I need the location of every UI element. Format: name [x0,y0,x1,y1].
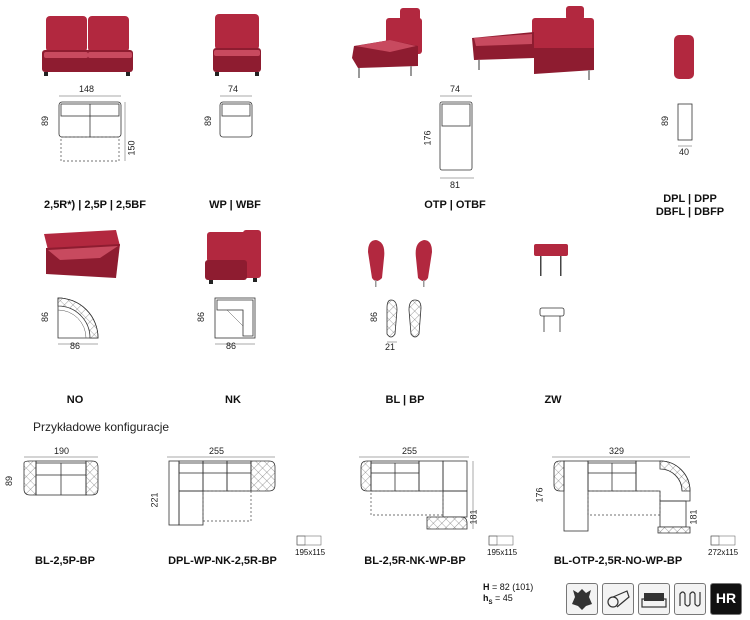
c3-bed-icon [488,535,514,546]
c2-depth-dim: 221 [149,492,160,508]
c4-bed-size: 272x115 [708,548,739,557]
bp-armrest-photo [415,240,432,287]
m2-depth-dim: 89 [203,115,214,127]
no-width-dim: 86 [70,341,81,351]
m4-label-1: DPL | DPP [663,193,717,205]
m1-plan-drawing [58,95,126,162]
m3-depth-dim: 176 [422,130,433,146]
c2-width-dim: 255 [209,446,225,456]
seat-height-sub: S [488,599,493,606]
c4-width-dim: 329 [609,446,625,456]
wp-seat-photo [213,14,261,76]
nk-corner-photo [205,230,261,284]
c2-plan-drawing [167,456,276,526]
c1-depth-dim: 89 [4,475,15,487]
c4-plan-drawing [552,456,691,534]
c2-bed-size: 195x115 [295,548,326,557]
zw-side-drawing [539,307,565,332]
m2-plan-drawing [219,95,253,138]
bl-plan-drawing [386,299,422,343]
c4-depth-left-dim: 176 [534,487,545,503]
m2-label: WP | WBF [209,199,261,211]
m4-label-2: DBFL | DBFP [655,206,725,218]
zw-label: ZW [544,394,562,406]
m1-depth-dim: 89 [40,115,51,127]
height-spec: H = 82 (101) [483,582,533,592]
m1-ext-dim: 150 [126,140,137,156]
m3-width-top-dim: 74 [450,84,461,94]
bl-width-dim: 21 [385,342,396,352]
height-label: H [483,582,490,592]
m1-width-dim: 148 [79,84,95,94]
springs-icon [674,583,706,615]
m1-label: 2,5R*) | 2,5P | 2,5BF [44,199,146,211]
c1-width-dim: 190 [54,446,70,456]
seat-height-value: = 45 [495,593,513,603]
no-depth-dim: 86 [40,311,51,323]
no-plan-drawing [57,297,99,345]
c2-bed-icon [296,535,322,546]
c3-plan-drawing [359,456,474,530]
c1-label: BL-2,5P-BP [35,555,95,567]
c1-plan-drawing [23,456,99,496]
fabric-roll-icon [602,583,634,615]
nk-width-dim: 86 [226,341,237,351]
m4-width-dim: 40 [679,147,690,157]
c3-depth-dim: 181 [468,509,479,525]
hr-foam-icon: HR [710,583,742,615]
m3-plan-drawing [439,95,474,179]
m3-label: OTP | OTBF [424,199,486,211]
sofa-2-5-photo [42,16,133,76]
nk-plan-drawing [214,297,256,345]
bl-label: BL | BP [385,394,425,406]
seat-height-label: h [483,593,489,603]
no-label: NO [66,394,84,406]
no-corner-photo [44,230,120,278]
leather-icon [566,583,598,615]
m4-depth-dim: 89 [660,115,671,127]
otp-chaise-photo [352,8,422,78]
c3-bed-size: 195x115 [487,548,518,557]
m3-width-bottom-dim: 81 [450,180,461,190]
configs-heading: Przykładowe konfiguracje [33,420,170,434]
m4-plan-drawing [677,103,693,147]
c2-label: DPL-WP-NK-2,5R-BP [168,555,277,567]
c4-label: BL-OTP-2,5R-NO-WP-BP [553,555,683,567]
dpl-armrest-photo [674,35,694,79]
nk-label: NK [225,394,241,406]
otp-chaise-photo-2 [472,6,594,80]
bl-depth-dim: 86 [369,311,380,323]
c4-depth-right-dim: 181 [688,509,699,525]
seat-height-spec: hS = 45 [483,593,513,606]
c3-width-dim: 255 [402,446,418,456]
nk-depth-dim: 86 [196,311,207,323]
zw-headrest-photo [534,244,568,276]
c3-label: BL-2,5R-NK-WP-BP [364,555,466,567]
bl-armrest-photo [368,240,385,287]
sofa-bed-icon [638,583,670,615]
c4-bed-icon [710,535,736,546]
m2-width-dim: 74 [228,84,239,94]
height-value: = 82 (101) [492,582,534,592]
